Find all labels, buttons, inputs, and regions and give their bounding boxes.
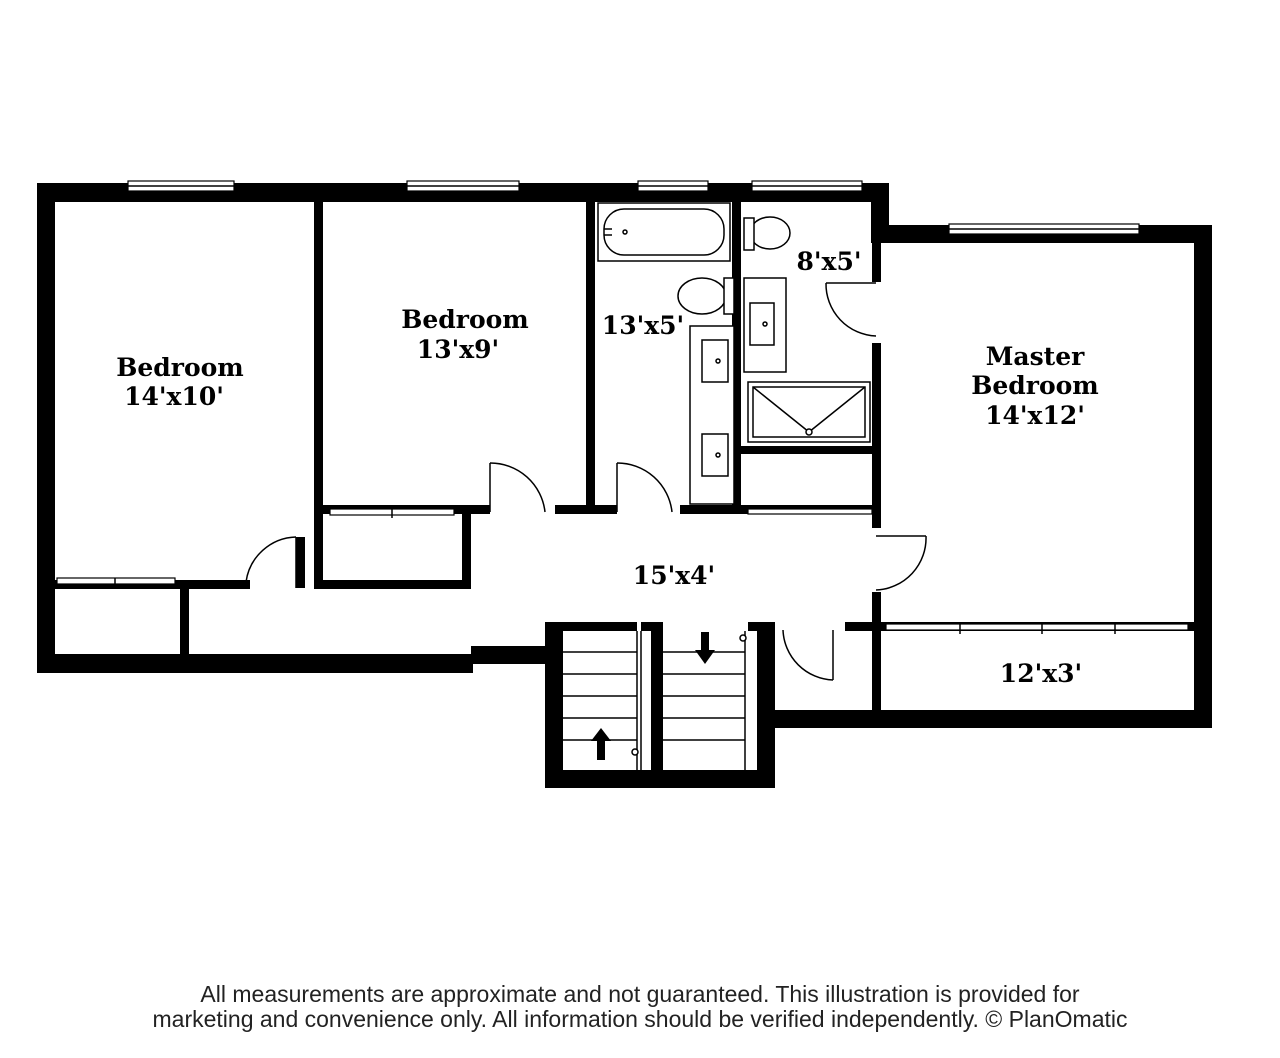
master-name-line1: Master (986, 342, 1085, 371)
bedroom-2-size: 13'x9' (417, 335, 499, 364)
bedroom-2-name: Bedroom (401, 305, 529, 334)
hall-size: 15'x4' (633, 561, 715, 590)
closet-size: 12'x3' (1000, 659, 1082, 688)
bedroom-1-size: 14'x10' (124, 382, 224, 411)
stairs (563, 631, 747, 770)
closet-doors (56, 508, 1189, 634)
bedroom-1-name: Bedroom (116, 353, 244, 382)
windows (127, 180, 1140, 235)
door-swings (245, 282, 927, 681)
master-size: 14'x12' (985, 401, 1085, 430)
disclaimer-line-2: marketing and convenience only. All info… (152, 1006, 1128, 1032)
exterior-walls (37, 183, 1212, 788)
bath1-fixtures (597, 202, 735, 505)
disclaimer: All measurements are approximate and not… (0, 982, 1280, 1032)
bath-2-size: 8'x5' (796, 247, 861, 276)
bath2-fixtures (743, 216, 871, 443)
master-name-line2: Bedroom (971, 371, 1099, 400)
bath-1-size: 13'x5' (602, 311, 684, 340)
stair-down-arrow (695, 632, 715, 664)
stair-up-arrow (591, 728, 611, 760)
disclaimer-line-1: All measurements are approximate and not… (200, 981, 1080, 1007)
